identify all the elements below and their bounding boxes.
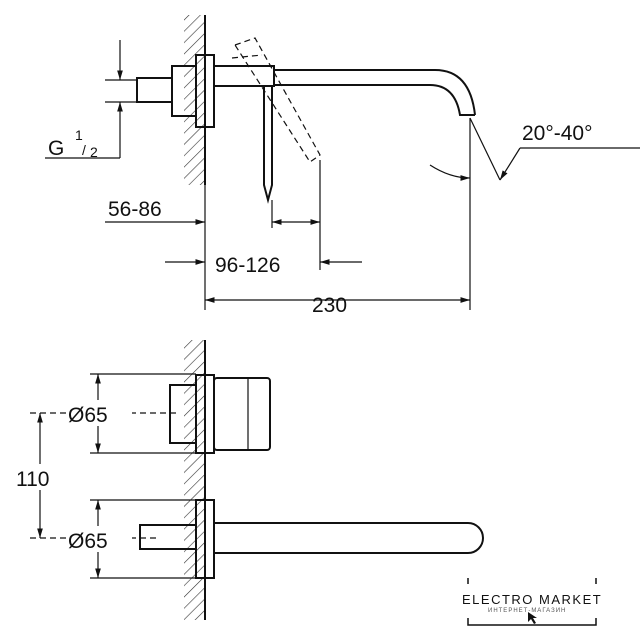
- svg-text:2: 2: [90, 144, 98, 160]
- wall-hatch-top: [184, 15, 205, 185]
- diameter-top-label: Ø65: [68, 404, 108, 427]
- spout: [274, 69, 476, 116]
- spacing-label: 110: [16, 468, 49, 491]
- svg-text:/: /: [82, 142, 86, 158]
- thread-label: G: [48, 137, 64, 160]
- svg-text:1: 1: [75, 127, 83, 143]
- spout-front: [213, 522, 484, 554]
- cursor-icon: [528, 612, 537, 624]
- inlet-pipe: [136, 77, 173, 103]
- mixer-body: [213, 65, 275, 87]
- projection-label: 230: [312, 294, 347, 317]
- mixer-handle-front: [213, 377, 271, 451]
- lever-tilted-outline: [231, 37, 321, 163]
- diameter-bottom-label: Ø65: [68, 530, 108, 553]
- angle-label: 20°-40°: [522, 122, 593, 145]
- wall-depth-label: 56-86: [108, 198, 162, 221]
- side-view: G 1 / 2 56-86 96-126 230 20°-40°: [45, 15, 640, 317]
- lever-depth-label: 96-126: [215, 254, 280, 277]
- lever: [263, 86, 273, 204]
- front-view: Ø65 Ø65 110: [14, 340, 484, 620]
- watermark-logo: ELECTRO MARKET ИНТЕРНЕТ-МАГАЗИН: [458, 578, 608, 632]
